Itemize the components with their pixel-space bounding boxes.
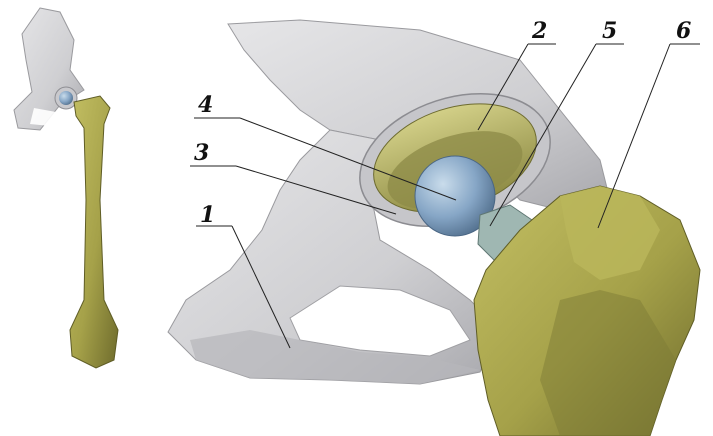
label-3: 3 [194, 140, 209, 166]
overview-model [14, 8, 118, 368]
label-2: 2 [531, 18, 547, 44]
overview-femur [70, 96, 118, 368]
label-1: 1 [200, 202, 215, 228]
label-6: 6 [676, 18, 691, 44]
overview-ball [59, 91, 73, 105]
label-5: 5 [602, 18, 617, 44]
label-4: 4 [198, 92, 213, 118]
